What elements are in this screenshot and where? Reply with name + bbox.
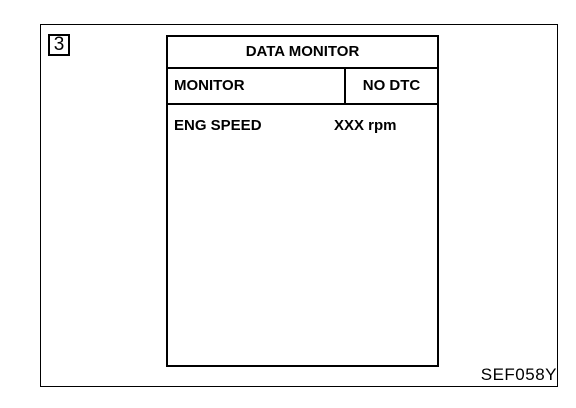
- figure-code: SEF058Y: [480, 365, 557, 384]
- figure-frame: [40, 24, 558, 387]
- consult-screen: DATA MONITOR MONITOR NO DTC ENG SPEED XX…: [166, 35, 439, 367]
- screen-header-row: MONITOR NO DTC: [168, 69, 437, 105]
- screen-title: DATA MONITOR: [168, 37, 437, 69]
- monitor-item-name: ENG SPEED: [174, 117, 262, 134]
- header-divider: [344, 69, 346, 103]
- monitor-item-row: ENG SPEED XXX rpm: [168, 117, 437, 139]
- step-number-badge: 3: [48, 34, 70, 56]
- monitor-item-value: XXX rpm: [334, 117, 397, 134]
- monitor-mode-label: MONITOR: [174, 77, 245, 94]
- dtc-status-label: NO DTC: [362, 77, 421, 94]
